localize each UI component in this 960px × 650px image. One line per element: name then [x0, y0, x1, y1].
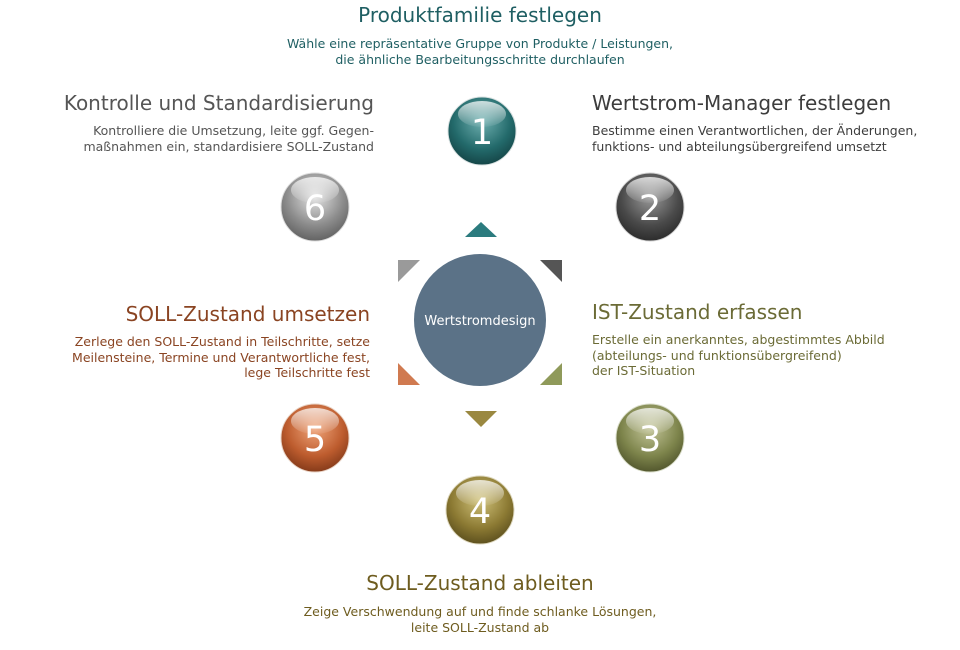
step-2-number: 2 — [639, 189, 661, 229]
step-3-title: IST-Zustand erfassen — [592, 300, 803, 324]
step-3-block: IST-Zustand erfassen Erstelle ein anerka… — [592, 300, 960, 379]
step-5-title: SOLL-Zustand umsetzen — [125, 302, 370, 326]
arrow-bottom-right-icon — [540, 363, 562, 385]
step-5-block: SOLL-Zustand umsetzen Zerlege den SOLL-Z… — [0, 302, 370, 381]
arrow-up-icon — [465, 222, 497, 237]
step-3-description: Erstelle ein anerkanntes, abgestimmtes A… — [592, 332, 885, 378]
step-1-description: Wähle eine repräsentative Gruppe von Pro… — [286, 36, 674, 67]
step-1-number: 1 — [471, 113, 493, 153]
step-6-sphere: 6 — [280, 172, 350, 242]
step-6-number: 6 — [304, 189, 326, 229]
step-6-title: Kontrolle und Standardisierung — [63, 91, 374, 115]
step-4-title: SOLL-Zustand ableiten — [366, 571, 594, 595]
arrow-down-icon — [465, 411, 497, 427]
step-6-description: Kontrolliere die Umsetzung, leite ggf. G… — [83, 123, 374, 154]
arrow-top-left-icon — [398, 260, 420, 282]
step-5-number: 5 — [304, 420, 326, 460]
step-2-block: Wertstrom-Manager festlegen Bestimme ein… — [592, 91, 960, 154]
step-4-number: 4 — [469, 492, 491, 532]
center-label: Wertstromdesign — [424, 314, 535, 329]
step-2-title: Wertstrom-Manager festlegen — [592, 91, 892, 115]
step-1-sphere: 1 — [447, 96, 517, 166]
step-4-sphere: 4 — [445, 475, 515, 545]
arrow-top-right-icon — [540, 260, 562, 282]
step-2-sphere: 2 — [615, 172, 685, 242]
step-5-description: Zerlege den SOLL-Zustand in Teilschritte… — [72, 334, 370, 380]
step-3-sphere: 3 — [615, 403, 685, 473]
step-5-sphere: 5 — [280, 403, 350, 473]
step-4-description: Zeige Verschwendung auf und finde schlan… — [303, 604, 657, 635]
step-3-number: 3 — [639, 420, 661, 460]
step-4-block: SOLL-Zustand ableiten Zeige Verschwendun… — [230, 571, 730, 635]
step-6-block: Kontrolle und Standardisierung Kontrolli… — [0, 91, 374, 154]
step-1-title: Produktfamilie festlegen — [358, 3, 602, 27]
center-circle — [414, 254, 546, 386]
arrow-bottom-left-icon — [398, 363, 420, 385]
step-2-description: Bestimme einen Verantwortlichen, der Änd… — [592, 123, 918, 154]
step-1-block: Produktfamilie festlegen Wähle eine repr… — [230, 3, 730, 67]
